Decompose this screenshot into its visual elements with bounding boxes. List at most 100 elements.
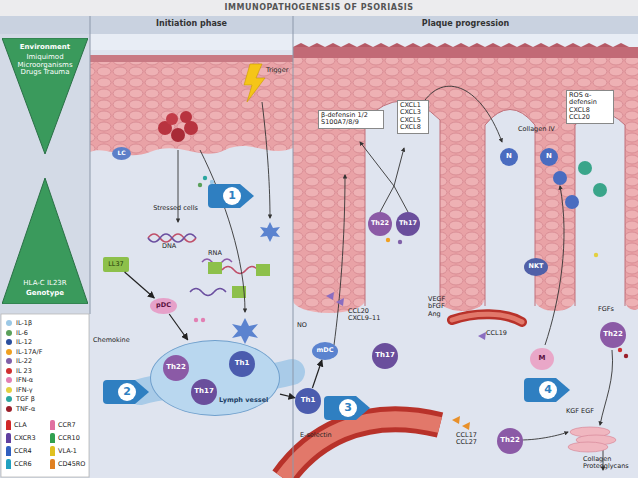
t-cell: Th22	[163, 355, 189, 381]
callout-tab	[524, 378, 570, 402]
legend-swatch	[6, 396, 12, 402]
legend-label: CCR7	[58, 421, 76, 429]
plasmacytoid-dc: pDC	[150, 298, 177, 314]
collagen-fiber	[568, 442, 608, 452]
legend-label: TGF β	[16, 395, 35, 403]
node-label: Th1	[301, 397, 316, 405]
node-label: Th17	[375, 352, 395, 360]
cytokine-dot	[386, 238, 390, 242]
node-label: Lymph vessel	[219, 397, 268, 404]
trigger-triangle: EnvironmentImiquimod Microorganisms Drug…	[2, 38, 88, 154]
epidermis-layer	[625, 290, 638, 310]
cytokine-dot	[624, 354, 628, 358]
epidermis-layer	[293, 43, 629, 47]
cytokine-dot	[594, 253, 598, 257]
dna-strand	[148, 234, 196, 242]
node-label: LL37	[108, 261, 124, 268]
legend-label: IL-17A/F	[16, 348, 42, 356]
callout-tab	[103, 380, 149, 404]
t-cell: Th17	[191, 379, 217, 405]
chemokine-list: CXCL1 CXCL3 CXCL5 CXCL8	[397, 100, 429, 134]
macrophage: M	[530, 348, 554, 370]
dna-strand	[208, 262, 222, 274]
cytokine-dot	[210, 180, 214, 184]
neutrophil: N	[500, 148, 518, 166]
connector-arrow	[125, 272, 155, 298]
lightning-bolt	[244, 64, 265, 102]
callout-number: 4	[539, 381, 557, 399]
cytokine-dot	[194, 318, 198, 322]
epidermis-layer	[180, 111, 192, 123]
legend-swatch	[50, 459, 55, 469]
chemokine-list: CCL20 CXCL9–11	[348, 308, 392, 323]
legend-swatch	[6, 349, 12, 355]
legend-label: IL-12	[16, 338, 32, 346]
collagen-fiber	[568, 427, 616, 452]
legend-swatch	[6, 420, 11, 430]
connector-arrow	[312, 360, 322, 388]
legend-swatch	[6, 377, 12, 383]
legend-swatch	[6, 368, 12, 374]
chemokine-triangle	[452, 416, 460, 424]
legend-swatch	[6, 459, 11, 469]
ll37-complex: LL37	[103, 257, 129, 272]
node-label: mDC	[317, 347, 334, 354]
annotation: Stressed cells	[153, 205, 198, 212]
node-label: N	[546, 153, 552, 161]
legend-swatch	[50, 420, 55, 430]
leader-arrow	[394, 148, 404, 186]
legend-swatch	[6, 320, 12, 326]
node-heading: Environment	[14, 44, 76, 52]
panel-background	[0, 0, 638, 16]
legend-label: IL-6	[16, 329, 28, 337]
title: IMMUNOPATHOGENESIS OF PSORIASIS	[0, 0, 638, 16]
legend-label: CD45RO	[58, 460, 85, 468]
epidermis-layer	[171, 128, 185, 142]
legend-label: CCR6	[14, 460, 32, 468]
dna-strand	[148, 234, 196, 242]
divider-line	[90, 16, 91, 314]
leader-arrow	[380, 186, 408, 212]
cytokine-dot	[198, 183, 202, 187]
cytokine-dot	[201, 318, 205, 322]
legend-swatch	[6, 406, 12, 412]
lightning-bolt	[244, 64, 265, 102]
epidermis-layer	[574, 306, 626, 316]
node-heading: HLA-C IL23R	[9, 280, 81, 288]
callout-tab	[103, 184, 570, 420]
legend-panel	[1, 314, 89, 477]
t-cell: Th1	[295, 388, 321, 414]
dendritic-cell	[260, 222, 280, 242]
legend-swatch	[6, 358, 12, 364]
node-label: Th22	[603, 331, 623, 339]
node-label: N	[506, 153, 512, 161]
legend-swatch	[50, 446, 55, 456]
callout-number: 2	[118, 383, 136, 401]
callout-number: 3	[339, 399, 357, 417]
dna-strand	[256, 264, 270, 276]
chemokine-triangle	[478, 332, 486, 340]
langerhans-cell: LC	[112, 147, 131, 160]
epidermis-layer	[440, 289, 484, 311]
legend-label: VLA-1	[58, 447, 77, 455]
legend-label: IL 23	[16, 367, 32, 375]
leader-arrow	[200, 150, 245, 312]
legend-label: CCR4	[14, 447, 32, 455]
legend-swatch	[6, 446, 11, 456]
legend-swatch	[50, 433, 55, 443]
epidermis-layer	[575, 113, 625, 313]
nkt-cell: NKT	[524, 258, 548, 276]
cytokine-dot	[398, 240, 402, 244]
cytokine-dot	[203, 176, 207, 180]
dendritic-cell: mDC	[312, 342, 338, 360]
legend-swatch	[6, 330, 12, 336]
dna-strand	[190, 289, 226, 296]
callout-number: 1	[223, 187, 241, 205]
dermal-cell	[553, 171, 567, 185]
phase-heading: Plaque progression	[293, 19, 638, 28]
node-label: pDC	[156, 302, 171, 309]
dermal-cell	[578, 161, 592, 175]
phase-heading: Initiation phase	[90, 19, 293, 28]
